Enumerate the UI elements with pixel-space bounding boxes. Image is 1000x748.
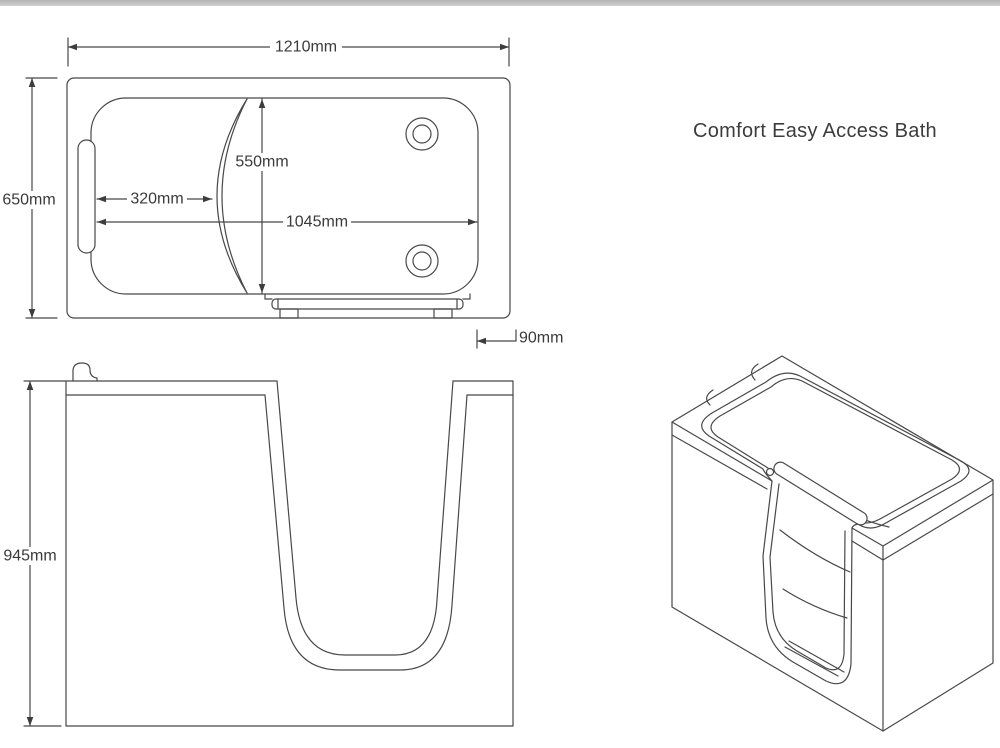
threshold-foot-right xyxy=(433,308,453,319)
threshold-foot-left xyxy=(279,308,299,319)
dim-label-interior-length: 1045mm xyxy=(286,214,348,231)
iso-rim-inner xyxy=(710,377,961,524)
dim-interior-width: 550mm xyxy=(233,98,291,294)
seat-back-curve xyxy=(216,98,248,294)
iso-hinge-pin xyxy=(765,467,775,477)
dim-seat-length: 320mm xyxy=(96,190,213,208)
dim-label-overall-length: 1210mm xyxy=(275,39,337,56)
door-cutout-outer xyxy=(264,394,468,671)
dim-overall-width: 650mm xyxy=(2,77,58,319)
dim-label-overall-height: 945mm xyxy=(3,548,56,565)
jet-top-inner xyxy=(412,124,432,144)
iso-door-threshold xyxy=(784,640,845,677)
iso-grab-rail xyxy=(773,461,868,526)
iso-box-outline xyxy=(671,355,994,732)
dim-threshold: 90mm xyxy=(476,329,563,349)
front-outline xyxy=(65,380,514,727)
handle-profile-bump xyxy=(72,362,98,382)
dim-label-overall-width: 650mm xyxy=(2,192,55,209)
dim-overall-length: 1210mm xyxy=(67,37,510,67)
dim-arrows xyxy=(477,337,486,345)
dim-label-interior-width: 550mm xyxy=(235,154,288,171)
dim-label-threshold: 90mm xyxy=(519,330,563,347)
plan-view: 1210mm 650mm 550mm 320mm xyxy=(2,37,563,349)
grab-handle xyxy=(77,139,96,254)
iso-rim-notches xyxy=(706,363,759,406)
dim-label-seat-length: 320mm xyxy=(130,191,183,208)
front-view: 945mm xyxy=(3,362,514,727)
jet-top-outer xyxy=(405,117,439,151)
isometric-view xyxy=(671,355,994,732)
iso-deck-edges xyxy=(671,421,994,732)
window-top-bar xyxy=(0,0,1000,6)
jet-bottom-inner xyxy=(412,251,432,271)
dim-overall-height: 945mm xyxy=(3,380,67,727)
drawing-title: Comfort Easy Access Bath xyxy=(693,120,937,142)
dim-interior-length: 1045mm xyxy=(96,213,478,231)
iso-door-aperture xyxy=(762,480,853,685)
jet-bottom-outer xyxy=(405,244,439,278)
door-cutout-inner xyxy=(276,380,454,656)
door-threshold-bar xyxy=(271,298,464,310)
door-threshold xyxy=(264,293,471,310)
